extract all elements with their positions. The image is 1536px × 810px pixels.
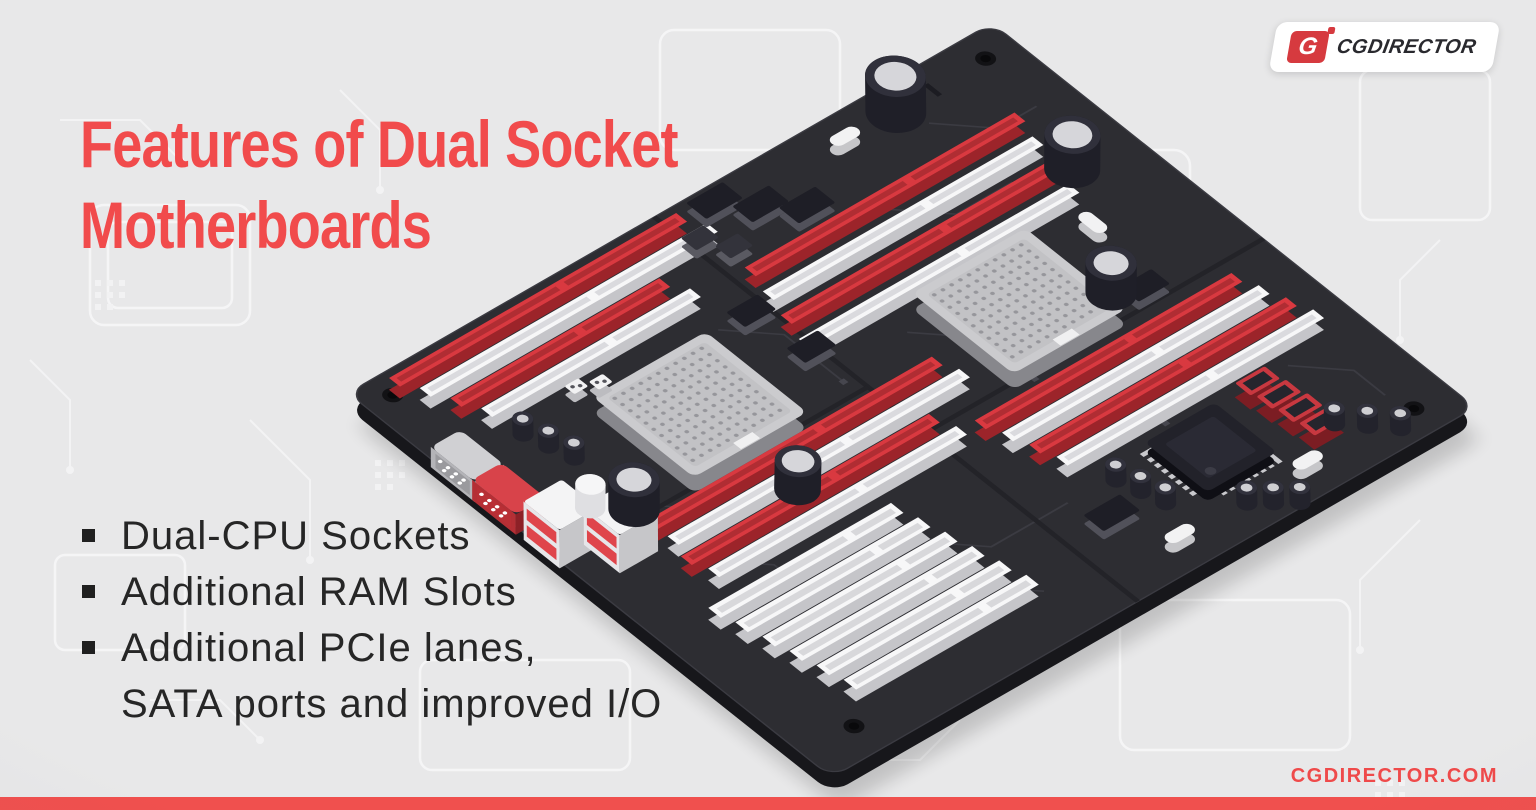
- bullet-square-icon: [82, 641, 95, 654]
- title-line-1: Features of Dual Socket: [80, 107, 679, 182]
- feature-text: Additional RAM Slots: [121, 570, 517, 614]
- page-title: Features of Dual Socket Motherboards: [80, 104, 679, 265]
- chipset-qfp: [1139, 404, 1283, 500]
- cgdirector-logo-mark-icon: G: [1286, 31, 1330, 63]
- footer-accent-bar: [0, 797, 1536, 810]
- white-capacitor: [575, 474, 606, 519]
- bullet-square-icon: [82, 585, 95, 598]
- list-item: Additional RAM Slots: [80, 564, 800, 620]
- title-line-2: Motherboards: [80, 187, 432, 262]
- large-capacitors: [608, 55, 1137, 528]
- chip-cluster: [681, 182, 1170, 540]
- feature-text: Additional PCIe lanes, SATA ports and im…: [121, 626, 663, 726]
- feature-text: Dual-CPU Sockets: [121, 514, 471, 558]
- list-item: Additional PCIe lanes, SATA ports and im…: [80, 620, 800, 732]
- footer-website: CGDIRECTOR.COM: [1290, 765, 1498, 787]
- cgdirector-logo: G CGDIRECTOR: [1268, 22, 1501, 72]
- bullet-square-icon: [82, 529, 95, 542]
- feature-list: Dual-CPU Sockets Additional RAM Slots Ad…: [80, 508, 800, 732]
- list-item: Dual-CPU Sockets: [80, 508, 800, 564]
- cgdirector-logo-text: CGDIRECTOR: [1335, 35, 1479, 58]
